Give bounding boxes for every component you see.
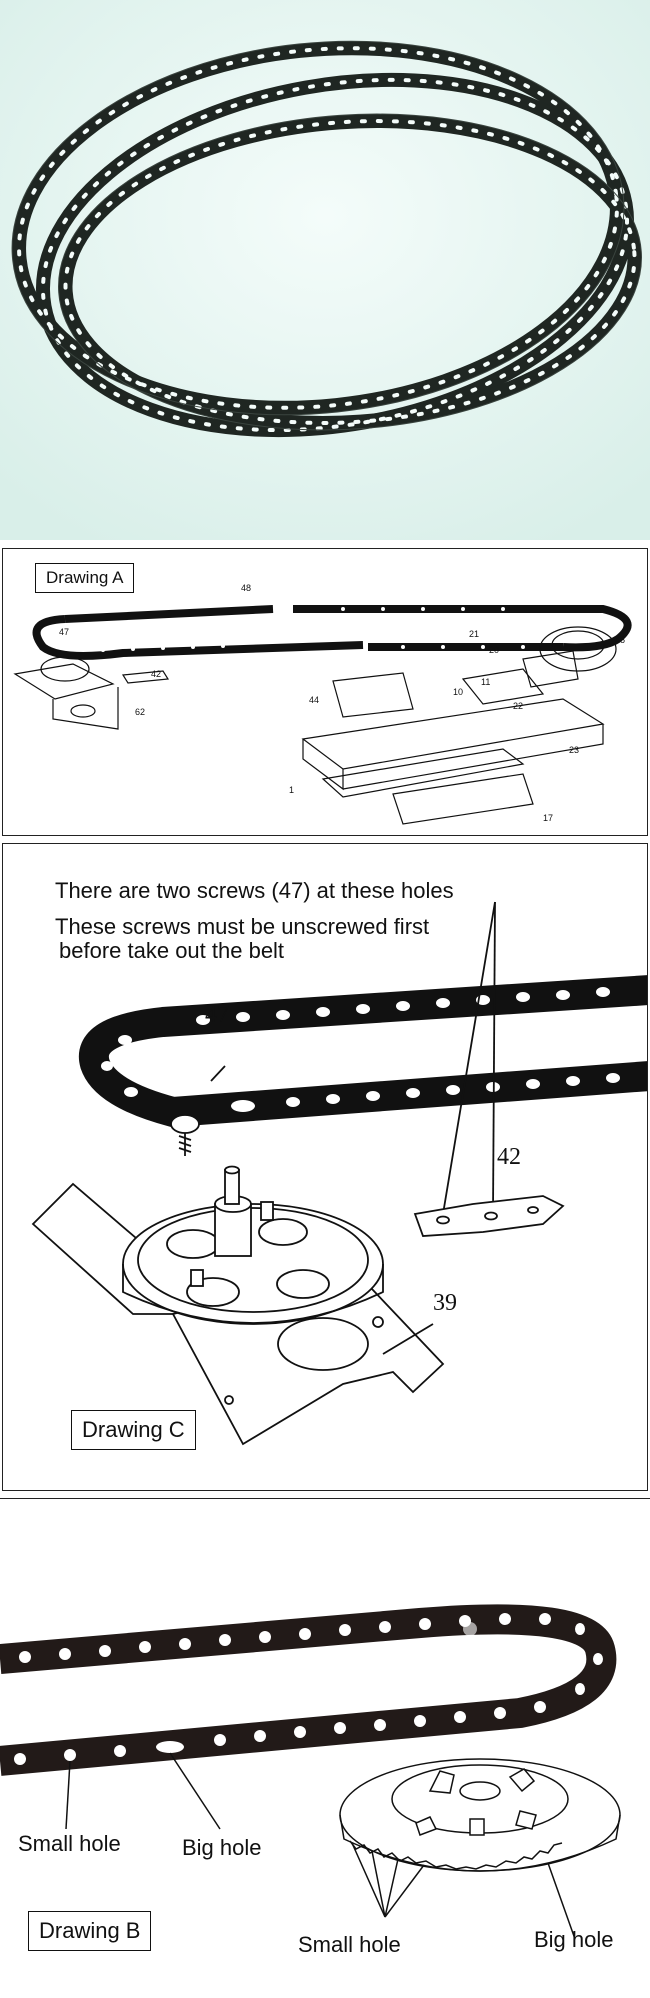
- label-small-hole-gear: Small hole: [298, 1932, 401, 1957]
- belt-photo: [0, 0, 650, 540]
- callout-1: 1: [289, 785, 295, 795]
- callout-48: 48: [241, 583, 252, 593]
- drawing-a-panel: Drawing A: [2, 548, 648, 836]
- callout-47: 47: [59, 627, 70, 637]
- drawing-c-panel: There are two screws (47) at these holes…: [2, 843, 648, 1491]
- callout-23: 23: [569, 745, 580, 755]
- label-big-hole-belt: Big hole: [182, 1835, 262, 1860]
- drawing-a-title: Drawing A: [35, 563, 135, 593]
- callout-44: 44: [309, 695, 320, 705]
- belt-screw-detail-diagram: [31, 901, 647, 1446]
- callout-42: 42: [497, 1144, 521, 1170]
- belt-photo-illustration: [0, 0, 650, 540]
- drawing-c-title: Drawing C: [71, 1410, 196, 1450]
- callout-39: 39: [433, 1290, 457, 1316]
- belt-hole-detail-diagram: [0, 1604, 621, 1940]
- note-line-3: before take out the belt: [59, 938, 285, 963]
- note-line-2: These screws must be unscrewed first: [55, 914, 430, 939]
- exploded-assembly-diagram: [13, 605, 632, 825]
- callout-47: 47: [205, 1002, 229, 1028]
- callout-21: 21: [469, 629, 480, 639]
- label-small-hole-belt: Small hole: [18, 1831, 121, 1856]
- drawing-b-panel: Small hole Big hole Small hole Big hole …: [0, 1498, 650, 1998]
- callout-22: 22: [513, 701, 524, 711]
- callout-46: 46: [615, 635, 626, 645]
- label-big-hole-gear: Big hole: [534, 1927, 614, 1952]
- callout-20: 20: [489, 645, 500, 655]
- callout-10: 10: [453, 687, 464, 697]
- note-line-1: There are two screws (47) at these holes: [55, 878, 454, 903]
- drawing-b-title: Drawing B: [28, 1911, 152, 1951]
- callout-17: 17: [543, 813, 554, 823]
- callout-42: 42: [151, 669, 162, 679]
- callout-62: 62: [135, 707, 146, 717]
- callout-11: 11: [481, 677, 491, 687]
